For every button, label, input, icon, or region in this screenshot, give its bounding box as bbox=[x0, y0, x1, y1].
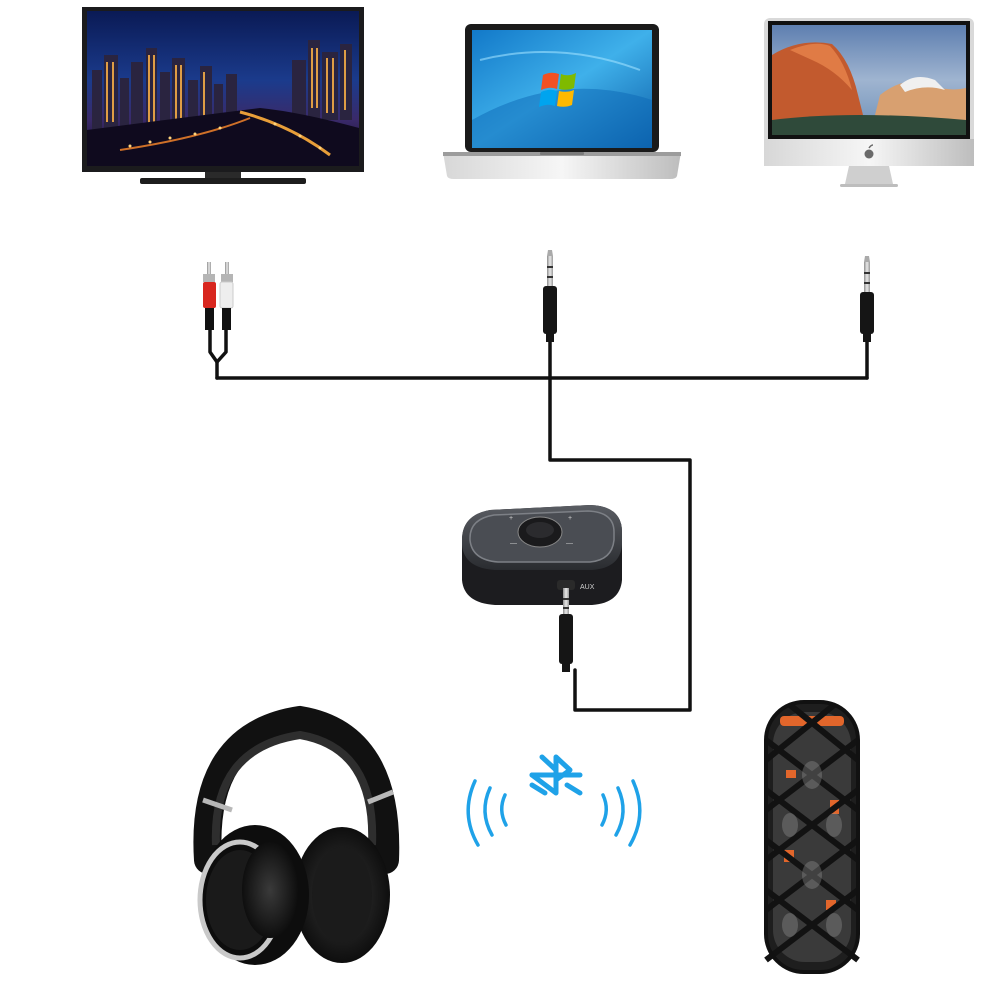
cable bbox=[208, 328, 869, 712]
imac-icon bbox=[764, 18, 974, 187]
aux-port-label: AUX bbox=[580, 584, 595, 591]
tv-icon bbox=[82, 7, 364, 184]
aux-jack-imac-icon bbox=[860, 256, 874, 342]
signal-waves-right-icon bbox=[600, 779, 642, 847]
windows-logo-icon bbox=[539, 72, 576, 107]
apple-logo-icon bbox=[864, 144, 874, 159]
bluetooth-receiver: + + — — AUX bbox=[462, 505, 622, 605]
svg-text:+: + bbox=[509, 515, 513, 522]
headphones-icon bbox=[193, 705, 400, 965]
svg-text:—: — bbox=[566, 540, 573, 547]
speaker-icon bbox=[764, 700, 860, 974]
laptop-icon bbox=[443, 24, 681, 179]
bluetooth-icon bbox=[529, 754, 583, 796]
rca-plug-icon bbox=[203, 262, 234, 330]
aux-jack-laptop-icon bbox=[543, 250, 557, 342]
aux-jack-receiver-icon bbox=[559, 588, 573, 672]
svg-text:+: + bbox=[568, 515, 572, 522]
svg-text:—: — bbox=[510, 540, 517, 547]
signal-waves-left-icon bbox=[466, 779, 508, 847]
